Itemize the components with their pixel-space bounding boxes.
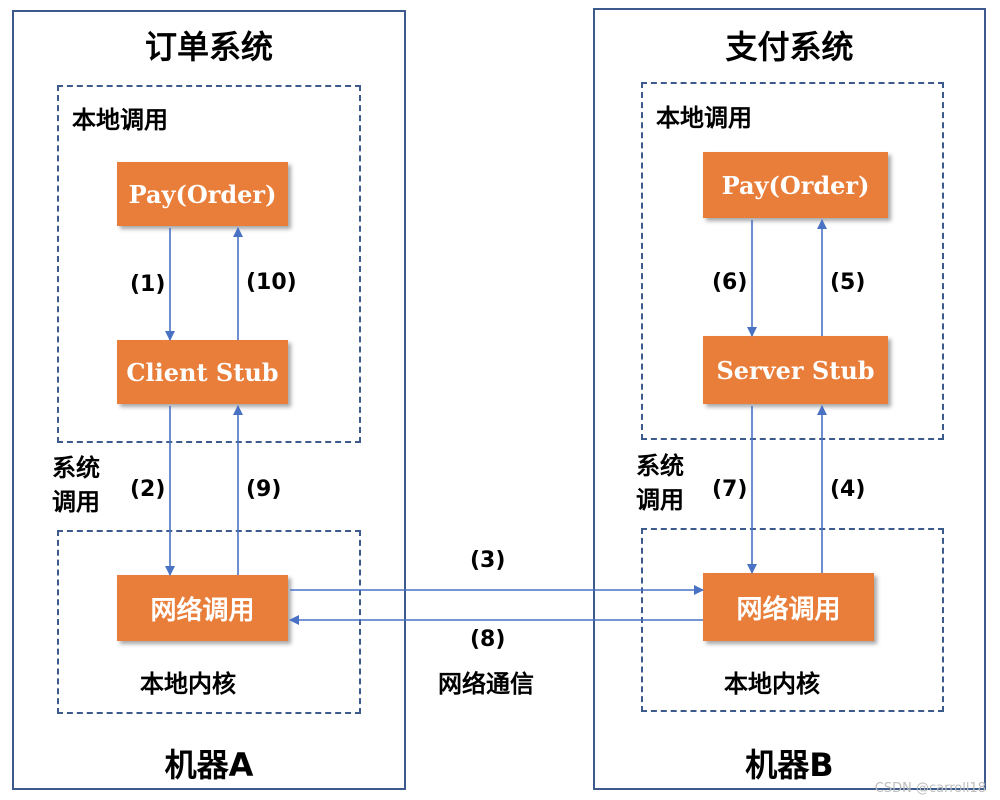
machine-a-label: 机器A xyxy=(164,746,254,784)
step-5-label: (5) xyxy=(830,270,866,295)
right-syscall-label-line2: 调用 xyxy=(636,486,684,514)
payment-system-title: 支付系统 xyxy=(725,28,854,66)
network-communication-label: 网络通信 xyxy=(438,670,534,698)
left-network-call-box: 网络调用 xyxy=(117,575,288,641)
left-local-call-label: 本地调用 xyxy=(72,106,168,134)
left-kernel-label: 本地内核 xyxy=(140,670,236,698)
machine-b-frame xyxy=(593,8,986,790)
right-local-call-region xyxy=(641,82,944,440)
right-pay-order-box: Pay(Order) xyxy=(703,152,888,218)
left-kernel-region xyxy=(57,530,361,714)
right-local-call-label: 本地调用 xyxy=(656,104,752,132)
right-syscall-label-line1: 系统 xyxy=(636,452,684,480)
step-10-label: (10) xyxy=(246,270,297,295)
step-3-label: (3) xyxy=(470,548,506,573)
client-stub-box: Client Stub xyxy=(117,340,288,404)
watermark: CSDN @carroll18 xyxy=(874,781,986,796)
step-7-label: (7) xyxy=(712,477,748,502)
machine-a-frame xyxy=(12,10,406,790)
left-pay-order-box: Pay(Order) xyxy=(117,162,288,226)
left-syscall-label-line1: 系统 xyxy=(52,454,100,482)
right-kernel-label: 本地内核 xyxy=(724,670,820,698)
machine-b-label: 机器B xyxy=(745,746,834,784)
step-2-label: (2) xyxy=(130,477,166,502)
server-stub-box: Server Stub xyxy=(703,336,888,404)
step-8-label: (8) xyxy=(470,627,506,652)
order-system-title: 订单系统 xyxy=(144,28,273,66)
step-1-label: (1) xyxy=(130,272,166,297)
step-6-label: (6) xyxy=(712,270,748,295)
left-local-call-region xyxy=(57,85,361,443)
step-4-label: (4) xyxy=(830,477,866,502)
left-syscall-label-line2: 调用 xyxy=(52,488,100,516)
step-9-label: (9) xyxy=(246,477,282,502)
right-network-call-box: 网络调用 xyxy=(703,573,874,641)
